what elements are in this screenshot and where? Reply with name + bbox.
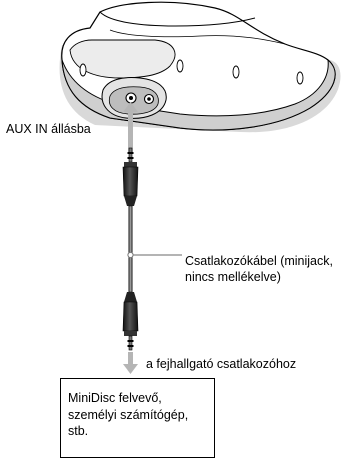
device-line-3: stb. (68, 423, 188, 440)
aux-in-label: AUX IN állásba (6, 121, 91, 137)
device-box: MiniDisc felvevő, személyi számítógép, s… (60, 378, 215, 458)
output-arrow (123, 352, 138, 374)
cable (128, 206, 133, 292)
screw-hole-left (80, 64, 86, 76)
screw-hole-right (233, 66, 239, 78)
device-text: MiniDisc felvevő, személyi számítógép, s… (68, 390, 188, 440)
headphone-jack-label: a fejhallgató csatlakozóhoz (146, 356, 296, 372)
cable-label-line-1: Csatlakozókábel (minijack, (185, 253, 333, 269)
speaker-unit (60, 2, 341, 132)
device-line-2: személyi számítógép, (68, 407, 188, 424)
cable-label-dot (128, 252, 133, 257)
bottom-minijack-plug (123, 292, 138, 350)
device-line-1: MiniDisc felvevő, (68, 390, 188, 407)
second-jack-core (147, 97, 151, 101)
insert-arrow (123, 102, 138, 152)
aux-in-jack-core (129, 96, 133, 100)
cable-label: Csatlakozókábel (minijack, nincs melléke… (185, 253, 333, 285)
cable-label-line-2: nincs mellékelve) (185, 269, 333, 285)
screw-hole-center (177, 60, 183, 72)
screw-hole-far-right (297, 72, 303, 84)
top-minijack-plug (123, 148, 138, 206)
